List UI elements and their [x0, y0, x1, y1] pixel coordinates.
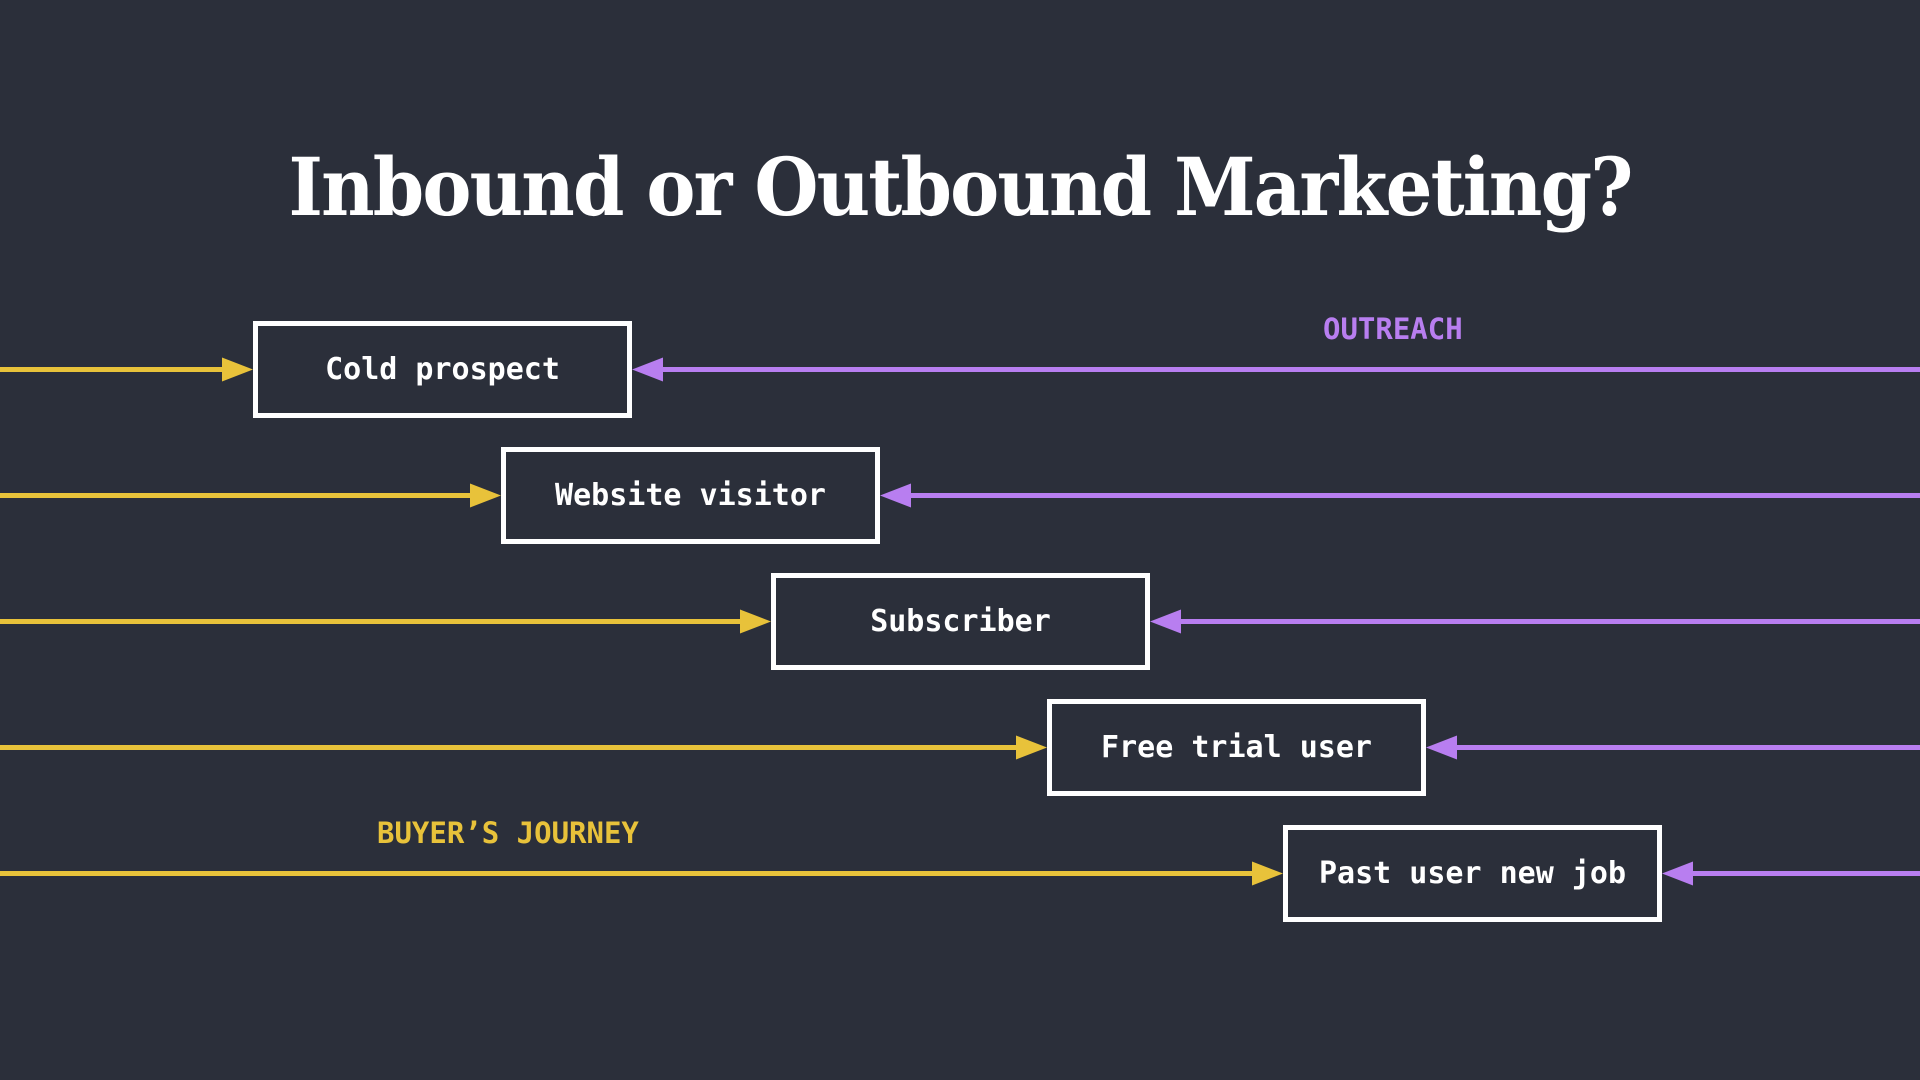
- stage-node-free-trial-user: Free trial user: [1047, 699, 1426, 796]
- stage-node-website-visitor: Website visitor: [501, 447, 880, 544]
- buyers-journey-label: BUYER’S JOURNEY: [377, 816, 639, 850]
- stage-label: Free trial user: [1101, 730, 1372, 765]
- outbound-arrowhead-subscriber: [1150, 609, 1181, 634]
- inbound-arrowhead-cold-prospect: [222, 357, 253, 382]
- stage-node-past-user-new-job: Past user new job: [1283, 825, 1662, 922]
- stage-label: Website visitor: [555, 478, 826, 513]
- outreach-label: OUTREACH: [1323, 312, 1463, 346]
- outbound-arrowhead-cold-prospect: [632, 357, 663, 382]
- diagram-title: Inbound or Outbound Marketing?: [288, 140, 1634, 234]
- outbound-arrowhead-website-visitor: [880, 483, 911, 508]
- stage-node-cold-prospect: Cold prospect: [253, 321, 632, 418]
- stage-label: Past user new job: [1318, 856, 1627, 891]
- inbound-arrowhead-subscriber: [740, 609, 771, 634]
- stage-node-subscriber: Subscriber: [771, 573, 1150, 670]
- outbound-arrowhead-free-trial-user: [1426, 735, 1457, 760]
- inbound-arrowhead-website-visitor: [470, 483, 501, 508]
- outbound-arrowhead-past-user-new-job: [1662, 861, 1693, 886]
- inbound-arrowhead-past-user-new-job: [1252, 861, 1283, 886]
- inbound-arrowhead-free-trial-user: [1016, 735, 1047, 760]
- stage-label: Subscriber: [870, 604, 1051, 639]
- stage-label: Cold prospect: [325, 352, 560, 387]
